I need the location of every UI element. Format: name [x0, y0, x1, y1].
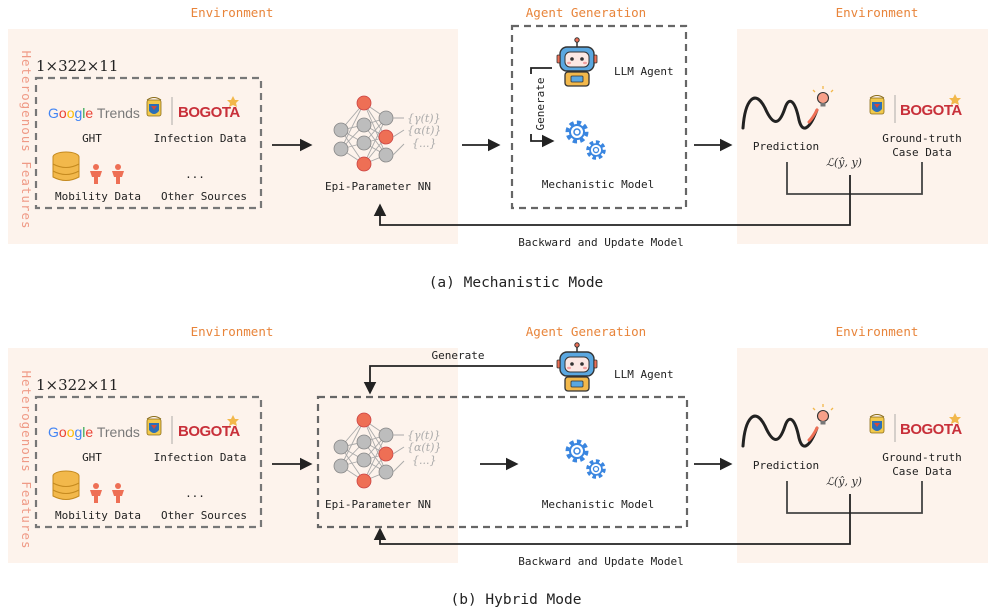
header-agent-generation: Agent Generation — [526, 5, 646, 20]
infection-data-label: Infection Data — [154, 451, 247, 464]
bogota-logo: BOGOTA — [178, 104, 240, 121]
loss-label: ℒ(ŷ, y) — [826, 156, 862, 169]
caption-mechanistic-mode: (a) Mechanistic Mode — [429, 275, 604, 291]
mechanistic-model-label: Mechanistic Model — [542, 498, 655, 511]
side-label-heterogenous-features: Heterogenous Features — [19, 50, 34, 229]
header-environment-right: Environment — [836, 5, 919, 20]
mobility-data-label: Mobility Data — [55, 509, 141, 522]
ellipsis-label: ... — [185, 168, 205, 181]
dimension-label: 1×322×11 — [36, 57, 118, 75]
panel-mechanistic: Environment Agent Generation Environment… — [8, 5, 988, 291]
bogota-logo: BOGOTA — [900, 102, 962, 119]
env-right-background — [737, 29, 988, 244]
epi-parameter-nn-label: Epi-Parameter NN — [325, 180, 431, 193]
generate-label: Generate — [534, 78, 547, 131]
header-agent-generation: Agent Generation — [526, 324, 646, 339]
header-environment-left: Environment — [191, 5, 274, 20]
hybrid-model-box — [316, 395, 689, 529]
sources-box — [34, 395, 263, 529]
epi-parameter-nn-label: Epi-Parameter NN — [325, 498, 431, 511]
generate-arrow — [363, 365, 553, 395]
loss-label: ℒ(ŷ, y) — [826, 475, 862, 488]
panel-hybrid: Environment Agent Generation Environment… — [8, 324, 988, 608]
gear-icon — [568, 442, 604, 477]
case-data-label: Case Data — [892, 146, 952, 159]
param-alpha: {α(t)} — [407, 124, 441, 137]
robot-icon — [556, 342, 598, 392]
param-gamma: {γ(t)} — [407, 429, 441, 442]
google-trends-logo — [48, 105, 140, 121]
generate-label: Generate — [432, 349, 485, 362]
ght-label: GHT — [82, 132, 102, 145]
caption-hybrid-mode: (b) Hybrid Mode — [451, 592, 582, 608]
infection-data-label: Infection Data — [154, 132, 247, 145]
bogota-seal-icon — [146, 97, 162, 117]
side-label-heterogenous-features: Heterogenous Features — [19, 370, 34, 549]
param-gamma: {γ(t)} — [407, 112, 441, 125]
ellipsis-label: ... — [185, 487, 205, 500]
mobility-data-label: Mobility Data — [55, 190, 141, 203]
dimension-label: 1×322×11 — [36, 376, 118, 394]
bogota-logo: BOGOTA — [900, 421, 962, 438]
case-data-label: Case Data — [892, 465, 952, 478]
ground-truth-label: Ground-truth — [882, 451, 961, 464]
robot-icon — [556, 37, 598, 87]
star-icon — [949, 94, 961, 105]
gear-icon — [568, 123, 604, 158]
backward-arrow — [373, 175, 851, 226]
sources-box — [34, 76, 263, 210]
loss-bracket — [786, 481, 923, 514]
epi-parameter-nn-icon — [333, 412, 405, 489]
database-icon — [52, 470, 80, 500]
epi-parameter-nn-icon — [333, 95, 405, 172]
bogota-logo: BOGOTA — [178, 423, 240, 440]
param-more: {...} — [412, 137, 437, 150]
header-environment-right: Environment — [836, 324, 919, 339]
star-icon — [949, 413, 961, 424]
prediction-label: Prediction — [753, 459, 819, 472]
google-trends-logo — [48, 424, 140, 440]
agent-generation-box — [510, 24, 688, 210]
llm-agent-label: LLM Agent — [614, 65, 674, 78]
env-right-background — [737, 348, 988, 563]
mechanistic-model-label: Mechanistic Model — [542, 178, 655, 191]
bogota-seal-icon — [146, 416, 162, 436]
star-icon — [227, 415, 239, 426]
other-sources-label: Other Sources — [161, 509, 247, 522]
other-sources-label: Other Sources — [161, 190, 247, 203]
prediction-label: Prediction — [753, 140, 819, 153]
star-icon — [227, 96, 239, 107]
param-more: {...} — [412, 454, 437, 467]
llm-agent-label: LLM Agent — [614, 368, 674, 381]
loss-bracket — [786, 162, 923, 195]
backward-update-label: Backward and Update Model — [518, 555, 684, 568]
ght-label: GHT — [82, 451, 102, 464]
ground-truth-label: Ground-truth — [882, 132, 961, 145]
bogota-seal-icon — [869, 95, 885, 115]
backward-update-label: Backward and Update Model — [518, 236, 684, 249]
bogota-seal-icon — [869, 414, 885, 434]
backward-arrow — [373, 494, 851, 545]
database-icon — [52, 151, 80, 181]
header-environment-left: Environment — [191, 324, 274, 339]
param-alpha: {α(t)} — [407, 441, 441, 454]
